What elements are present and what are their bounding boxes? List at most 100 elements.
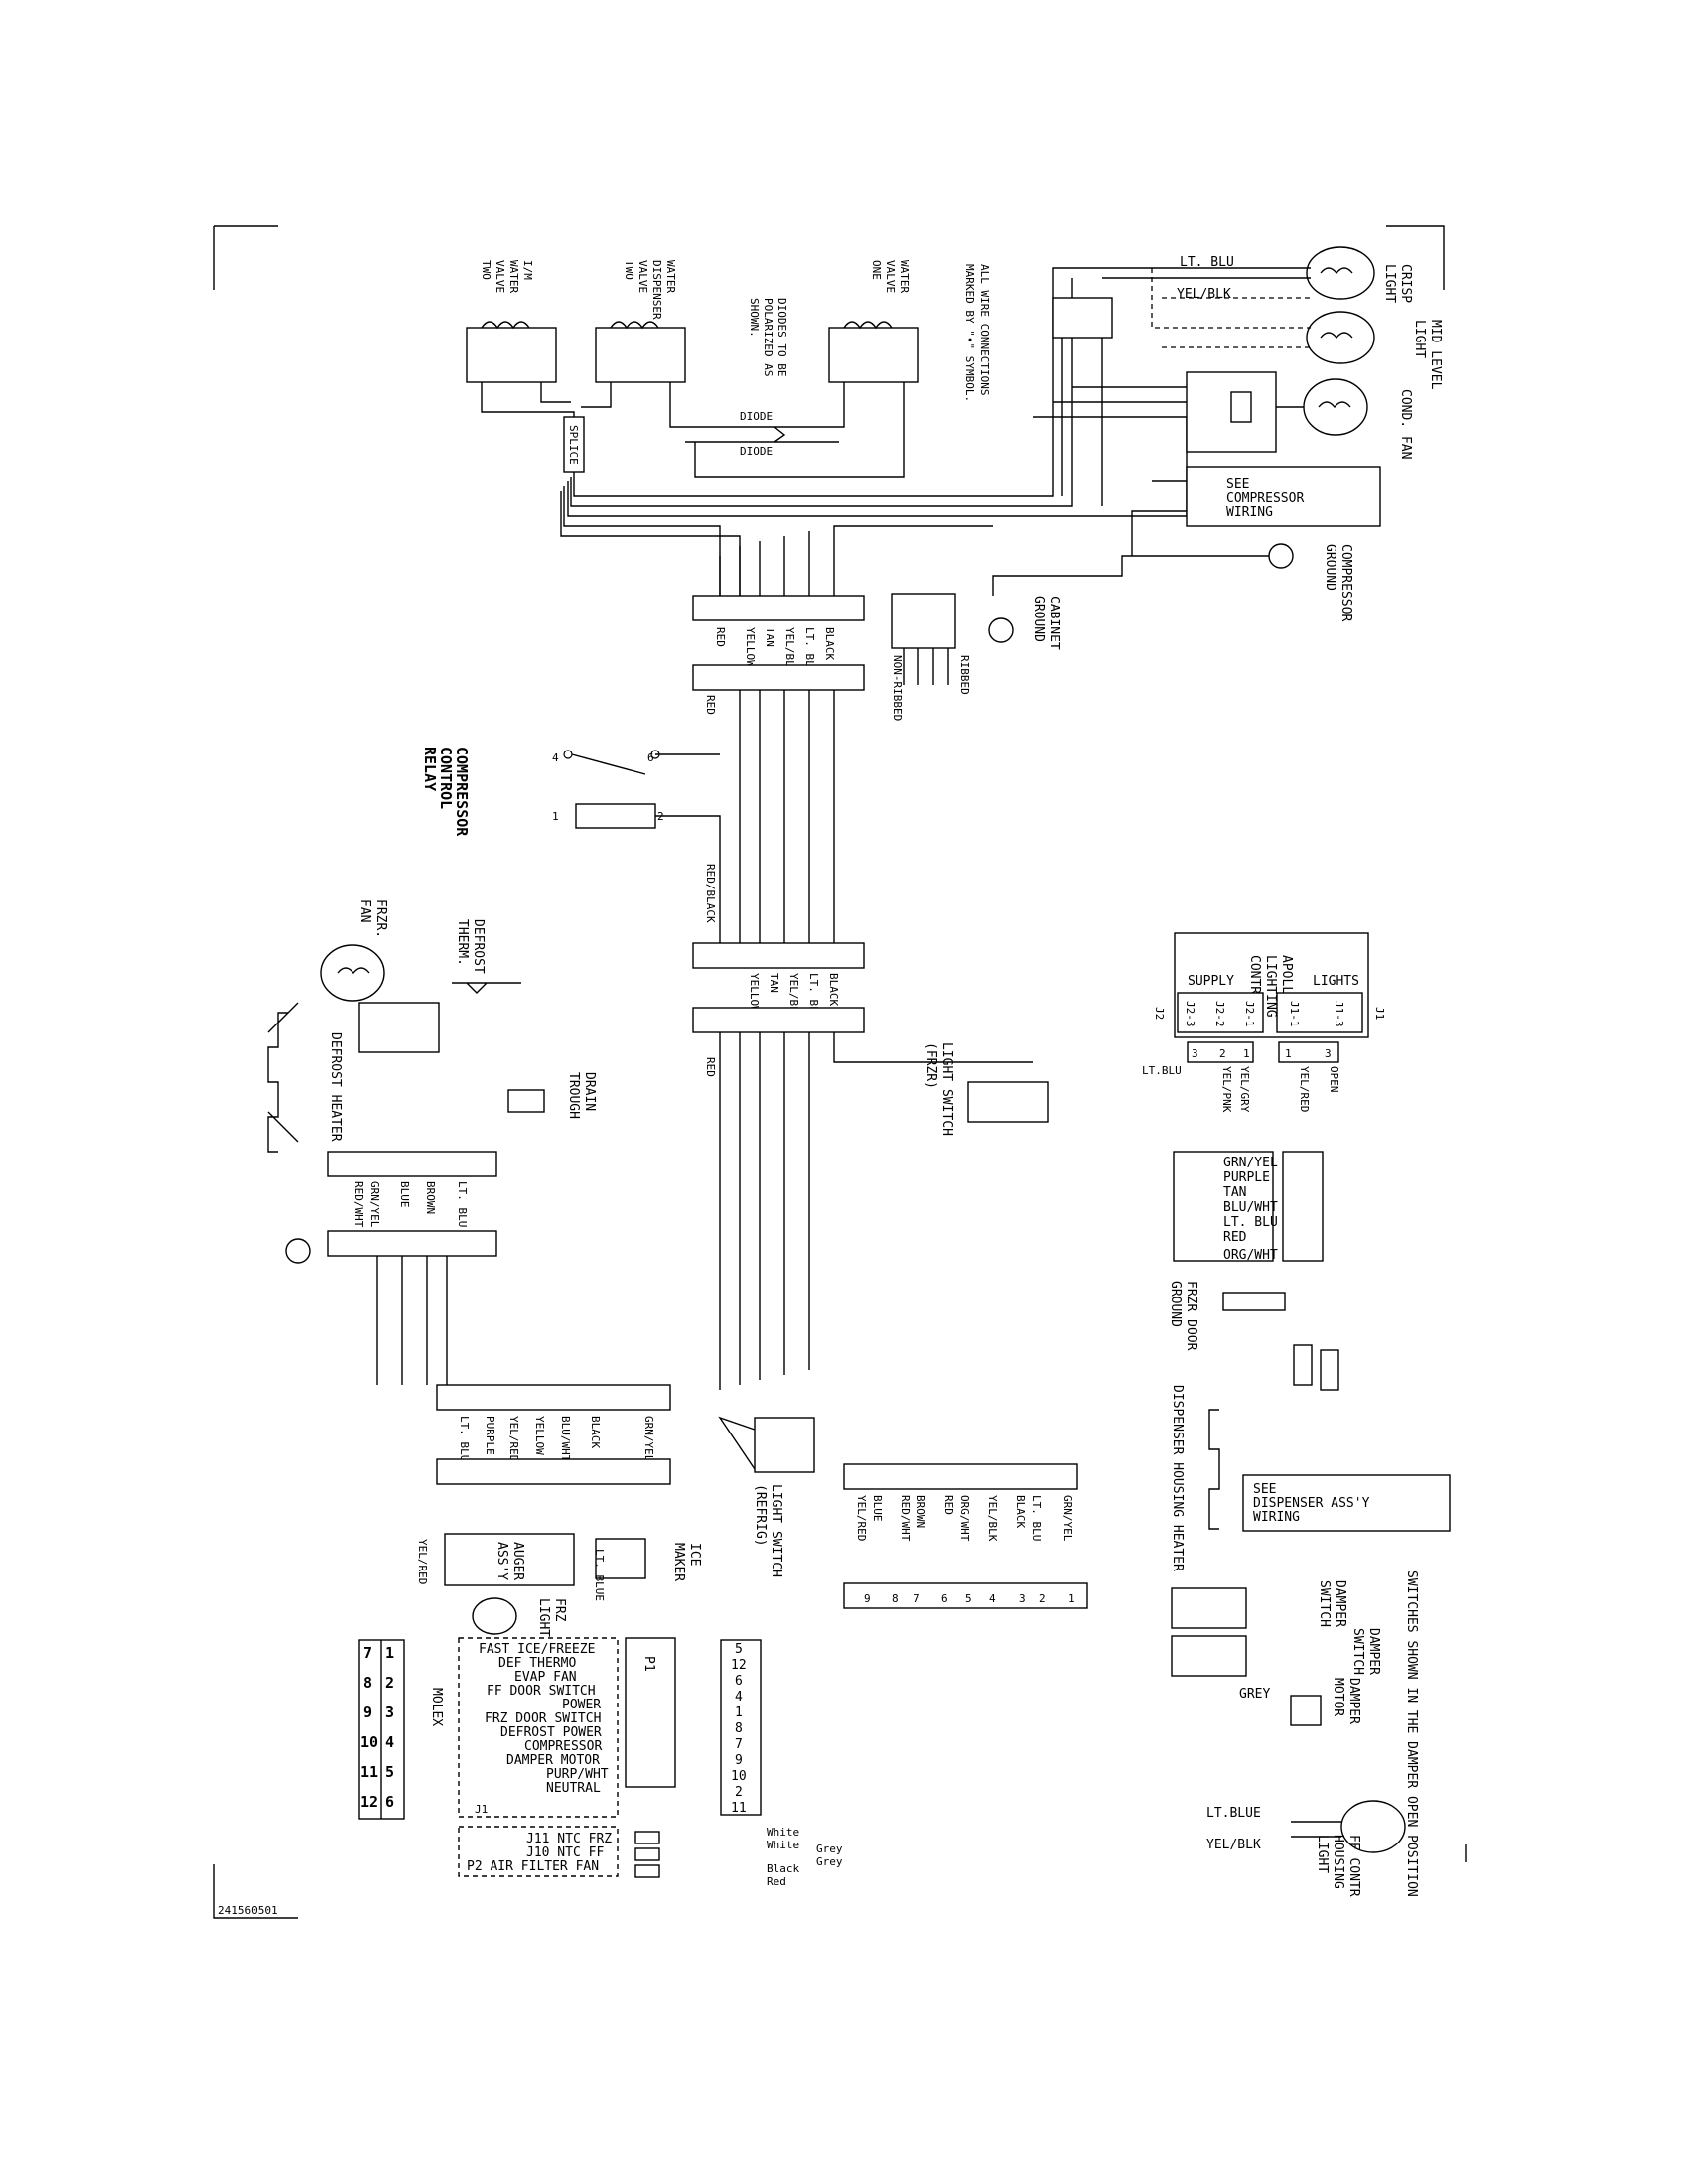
svg-text:LIGHT: LIGHT [1412, 320, 1427, 358]
svg-text:FF CONTR: FF CONTR [1346, 1835, 1361, 1897]
svg-text:YEL/RED: YEL/RED [1298, 1066, 1311, 1112]
svg-text:GROUND: GROUND [1323, 544, 1337, 591]
svg-text:BLUE: BLUE [871, 1495, 884, 1522]
svg-text:GREY: GREY [1239, 1687, 1270, 1702]
svg-text:DRAIN: DRAIN [582, 1072, 597, 1111]
svg-text:ORG/WHT: ORG/WHT [958, 1495, 971, 1542]
svg-text:HOUSING: HOUSING [1331, 1835, 1345, 1889]
svg-text:DEFROST HEATER: DEFROST HEATER [328, 1032, 343, 1142]
svg-text:PURPLE: PURPLE [1223, 1170, 1270, 1185]
crisp-light: CRISP LIGHT [1306, 246, 1413, 303]
note-connections-1: ALL WIRE CONNECTIONS [978, 264, 991, 395]
light-switch-frzr: LIGHT SWITCH (FRZR) [923, 1042, 1049, 1136]
svg-text:RED: RED [714, 627, 727, 647]
svg-text:BLUE: BLUE [398, 1181, 411, 1208]
svg-text:LT. BLUE: LT. BLUE [593, 1549, 606, 1601]
svg-text:J2-3: J2-3 [1184, 1001, 1196, 1027]
svg-text:LIGHTING: LIGHTING [1263, 955, 1278, 1018]
svg-text:YEL/BLK: YEL/BLK [986, 1495, 999, 1542]
numbered-terminal-block: 1 2 3 4 5 6 7 8 9 [843, 1582, 1088, 1609]
bottom-center-terminal-block: GRN/YEL LT. BLU BLACK YEL/BLK ORG/WHT RE… [843, 1463, 1078, 1542]
svg-text:BLU/WHT: BLU/WHT [1223, 1200, 1278, 1215]
svg-text:6: 6 [385, 1793, 394, 1811]
svg-text:EVAP FAN: EVAP FAN [514, 1670, 577, 1685]
svg-text:(FRZR): (FRZR) [923, 1042, 938, 1089]
mid-level-light: MID LEVEL LIGHT [1306, 311, 1443, 390]
svg-text:PURPLE: PURPLE [484, 1416, 496, 1455]
svg-text:ONE: ONE [870, 260, 883, 280]
svg-text:THERM.: THERM. [455, 919, 470, 966]
svg-text:6: 6 [735, 1674, 743, 1689]
svg-text:4: 4 [989, 1592, 996, 1605]
dispenser-housing-heater: DISPENSER HOUSING HEATER SEE DISPENSER A… [1170, 1385, 1451, 1571]
light-wires: LT. BLU YEL/BLK [1052, 255, 1311, 506]
svg-text:DEFROST: DEFROST [471, 919, 486, 974]
svg-text:P1: P1 [641, 1656, 656, 1672]
svg-text:COMPRESSOR: COMPRESSOR [1226, 491, 1304, 506]
svg-text:YEL/BLK: YEL/BLK [1177, 287, 1231, 302]
svg-text:10: 10 [731, 1769, 747, 1784]
svg-text:LT. BLU: LT. BLU [1180, 255, 1234, 270]
svg-text:OPEN: OPEN [1328, 1066, 1340, 1093]
svg-text:TWO: TWO [623, 260, 635, 280]
svg-text:NEUTRAL: NEUTRAL [546, 1781, 601, 1796]
svg-text:4: 4 [385, 1733, 394, 1751]
svg-text:12: 12 [731, 1658, 747, 1673]
svg-text:CONTROL: CONTROL [437, 747, 455, 809]
svg-text:9: 9 [864, 1592, 871, 1605]
svg-text:CABINET: CABINET [1047, 596, 1061, 650]
svg-text:LIGHTS: LIGHTS [1313, 974, 1359, 989]
svg-text:3: 3 [1192, 1047, 1198, 1060]
svg-text:1: 1 [1243, 1047, 1250, 1060]
svg-text:ASS'Y: ASS'Y [494, 1542, 509, 1580]
svg-text:MAKER: MAKER [671, 1543, 686, 1581]
svg-text:LT. BLU: LT. BLU [456, 1181, 469, 1227]
svg-text:YEL/PNK: YEL/PNK [1220, 1066, 1233, 1113]
svg-text:7: 7 [363, 1644, 372, 1662]
svg-text:LT.BLUE: LT.BLUE [1206, 1806, 1261, 1821]
svg-text:3: 3 [385, 1704, 394, 1721]
svg-text:1: 1 [385, 1644, 394, 1662]
drawing-number: 241560501 [218, 1904, 278, 1917]
svg-text:AUGER: AUGER [510, 1542, 525, 1580]
svg-text:J1: J1 [475, 1803, 488, 1816]
relay-top-block: RED [692, 664, 865, 943]
svg-text:NON-RIBBED: NON-RIBBED [891, 655, 904, 721]
svg-text:3: 3 [1325, 1047, 1332, 1060]
svg-text:J2-2: J2-2 [1213, 1001, 1226, 1027]
defrost-therm: DEFROST THERM. [452, 919, 521, 994]
svg-text:9: 9 [363, 1704, 372, 1721]
svg-text:BROWN: BROWN [424, 1181, 437, 1214]
p1-function-list: P1 FAST ICE/FREEZE DEF THERMO EVAP FAN F… [458, 1637, 676, 1818]
svg-text:LT. BLU: LT. BLU [1030, 1495, 1043, 1541]
svg-text:3: 3 [1019, 1592, 1026, 1605]
left-terminal-block: LT. BLU BROWN BLUE GRN/YEL RED/WHT [285, 1151, 497, 1385]
svg-text:VALVE: VALVE [493, 260, 506, 293]
svg-text:FAST ICE/FREEZE: FAST ICE/FREEZE [479, 1642, 595, 1657]
svg-text:GRN/YEL: GRN/YEL [642, 1416, 655, 1462]
svg-text:COMPRESSOR: COMPRESSOR [524, 1739, 602, 1754]
svg-text:RIBBED: RIBBED [958, 655, 971, 695]
svg-text:FRZR DOOR: FRZR DOOR [1184, 1281, 1198, 1351]
compressor-control-relay: 4 6 1 2 COMPRESSOR CONTROL RELAY RED/BLA… [421, 747, 721, 943]
svg-text:5: 5 [385, 1763, 394, 1781]
svg-text:SWITCH: SWITCH [1350, 1628, 1365, 1675]
corner-marks: 241560501 [213, 225, 1467, 1919]
svg-text:TROUGH: TROUGH [566, 1072, 581, 1119]
svg-text:2: 2 [1039, 1592, 1046, 1605]
splice-top-label: SPLICE [567, 425, 580, 465]
svg-text:RED: RED [942, 1495, 955, 1515]
svg-text:2: 2 [735, 1785, 743, 1800]
svg-text:MOTOR: MOTOR [1331, 1678, 1345, 1716]
cond-fan: COND. FAN [1033, 371, 1413, 459]
svg-text:RED/WHT: RED/WHT [352, 1181, 365, 1228]
light-switch-refrig: LIGHT SWITCH (REFRIG) [718, 1416, 815, 1577]
svg-text:YELLOW: YELLOW [748, 973, 761, 1013]
svg-text:VALVE: VALVE [884, 260, 897, 293]
svg-text:Grey: Grey [816, 1855, 843, 1868]
ff-contr-housing-light: LT.BLUE YEL/BLK FF CONTR HOUSING LIGHT [1206, 1800, 1406, 1897]
svg-text:LT. BLU: LT. BLU [803, 627, 816, 673]
svg-text:ORG/WHT: ORG/WHT [1223, 1248, 1278, 1263]
svg-text:4: 4 [735, 1690, 743, 1705]
note-diodes-3: SHOWN. [748, 298, 761, 338]
